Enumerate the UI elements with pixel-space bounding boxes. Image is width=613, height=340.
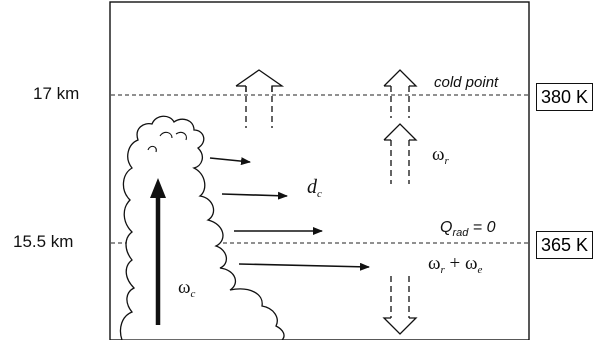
omega-c-label: ωc xyxy=(178,277,195,300)
convective-cloud xyxy=(119,115,285,340)
omega-sum-label: ωr + ωe xyxy=(428,253,482,276)
detrainment-arrow-2 xyxy=(221,191,288,200)
sum-plus: + xyxy=(449,253,466,274)
detrainment-arrow-4 xyxy=(238,262,370,271)
omega-r-label: ωr xyxy=(432,144,449,167)
convective-updraft-arrowhead xyxy=(150,178,166,198)
descent-arrow xyxy=(382,276,418,335)
qrad-equals: = 0 xyxy=(468,219,496,236)
sum-omega-r-subscript: r xyxy=(440,264,445,276)
altitude-label-17km: 17 km xyxy=(33,84,80,103)
qrad-zero-label: Qrad = 0 xyxy=(440,219,496,239)
omega-r-base: ω xyxy=(432,144,445,165)
altitude-label-15-5km: 15.5 km xyxy=(13,232,74,251)
d-c-subscript: c xyxy=(317,188,322,200)
temperature-box-380k: 380 K xyxy=(536,83,594,111)
detrainment-arrow-1 xyxy=(209,157,251,166)
cold-point-label: cold point xyxy=(434,74,499,91)
detrainment-label: dc xyxy=(307,176,322,200)
radiative-ascent-arrow-top-right xyxy=(383,69,418,118)
omega-r-subscript: r xyxy=(444,155,449,167)
radiative-ascent-arrow-left xyxy=(235,69,285,128)
diagram-frame xyxy=(109,1,530,340)
sum-omega-e-subscript: e xyxy=(477,264,483,276)
omega-c-base: ω xyxy=(178,277,191,298)
qrad-subscript: rad xyxy=(452,227,469,239)
sum-omega-e-base: ω xyxy=(465,253,478,274)
cloud-inner-bumps xyxy=(147,131,187,153)
qrad-base: Q xyxy=(440,219,453,236)
temperature-box-365k: 365 K xyxy=(536,231,594,259)
radiative-ascent-arrow-omega-r xyxy=(383,123,418,184)
sum-omega-r-base: ω xyxy=(428,253,441,274)
omega-c-subscript: c xyxy=(190,288,196,300)
d-c-base: d xyxy=(307,176,317,198)
